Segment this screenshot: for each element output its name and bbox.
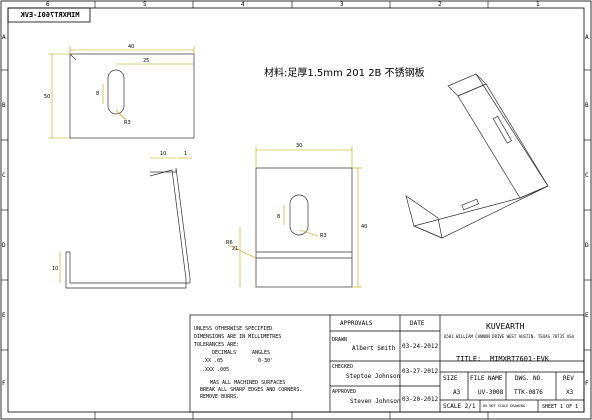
zone-right-c: C	[585, 172, 589, 179]
dim-v1-slot-offset: 25	[143, 58, 149, 64]
corner-code: MIMXRT7601-EVK	[20, 11, 80, 19]
corner-code-box	[7, 7, 91, 23]
dim-v3-slot: 8	[277, 214, 280, 220]
title-value: MIMXRT7601-EVK	[490, 355, 550, 363]
file-name-value: UV-3008	[478, 389, 504, 396]
rev-label: REV	[563, 375, 574, 382]
zone-right-e: E	[585, 312, 589, 319]
dim-v3-height: 40	[361, 224, 367, 230]
note-line-1: UNLESS OTHERWISE SPECIFIED	[194, 326, 273, 332]
material-note: 材料:足厚1.5mm 201 2B 不锈钢板	[264, 68, 425, 79]
note-line-10: BREAK ALL SHARP EDGES AND CORNERS.	[200, 387, 303, 393]
view-side-profile	[59, 157, 192, 289]
zone-left-c: C	[2, 172, 6, 179]
approved-label: APPROVED	[332, 389, 357, 395]
view-isometric	[405, 73, 549, 239]
note-angles: ANGLES	[252, 350, 271, 356]
dim-v3-width: 30	[296, 143, 302, 149]
zone-right-b: B	[585, 102, 589, 109]
zone-left-a: A	[2, 34, 6, 41]
dwg-no-label: DWG. NO.	[515, 375, 544, 382]
dim-v3-angle: R6	[226, 240, 233, 246]
dim-v1-slot: 8	[96, 91, 99, 97]
dim-v2-flange: 1	[184, 151, 187, 157]
note-line-2: DIMENSIONS ARE IN MILLIMETRES	[194, 334, 282, 340]
note-line-9: MAS ALL MACHINED SURFACES	[210, 380, 286, 386]
zone-top-4: 4	[241, 1, 245, 8]
dim-v2-bottom: 10	[52, 266, 58, 272]
checked-date: 03-27-2012	[402, 368, 439, 375]
zone-top-5: 5	[143, 1, 147, 8]
note-angle-tol: 0-30'	[258, 358, 274, 364]
zone-left-b: B	[2, 102, 6, 109]
file-name-label: FILE NAME	[470, 375, 503, 382]
zone-right-f: F	[585, 380, 589, 387]
no-scale-text: DO NOT SCALE DRAWING	[483, 404, 526, 408]
dim-v3-radius: R3	[320, 233, 327, 239]
zone-top-6: 6	[46, 1, 50, 8]
checked-name: Steptoe Johnson	[346, 373, 401, 380]
note-decimals: DECIMALS	[212, 350, 237, 356]
drawn-label: DRAWN	[332, 337, 348, 343]
dim-v3-lower: 21	[232, 246, 238, 252]
date-header: DATE	[410, 320, 425, 327]
view-flat-blank	[48, 46, 195, 139]
zone-top-3: 3	[340, 1, 344, 8]
approved-name: Steven Johnson	[350, 398, 401, 405]
approved-date: 03-20-2012	[402, 396, 439, 403]
view-front	[227, 146, 362, 288]
company-name: KUVEARTH	[486, 322, 525, 331]
zone-left-d: D	[2, 242, 6, 249]
zone-top-2: 2	[438, 1, 442, 8]
title-label: TITLE:	[456, 355, 482, 363]
company-address: 6501 WILLIAM CANNON DRIVE WEST AUSTIN, T…	[444, 334, 575, 339]
zone-right-d: D	[585, 242, 589, 249]
dwg-no-value: TTK-0876	[514, 389, 543, 396]
dim-v1-width: 40	[128, 44, 134, 50]
dim-v2-top: 10	[160, 151, 166, 157]
drawn-name: Albert Smith	[352, 345, 396, 352]
zone-left-e: E	[2, 312, 6, 319]
approvals-header: APPROVALS	[340, 320, 373, 327]
dim-v1-radius: R3	[124, 120, 131, 126]
note-xxx: .XXX .005	[202, 367, 230, 373]
note-line-11: REMOVE BURRS.	[200, 394, 240, 400]
dim-v1-height: 50	[44, 94, 50, 100]
drawn-date: 03-24-2012	[402, 343, 439, 350]
note-line-3: TOLERANCES ARE:	[194, 342, 240, 348]
zone-top-1: 1	[536, 1, 540, 8]
note-xx: .XX .05	[202, 358, 224, 364]
checked-label: CHECKED	[332, 364, 354, 370]
rev-value: X3	[566, 389, 574, 396]
zone-left-f: F	[2, 380, 6, 387]
size-label: SIZE	[443, 375, 458, 382]
size-value: A3	[453, 389, 461, 396]
zone-right-a: A	[585, 34, 589, 41]
title-block-grid	[189, 314, 585, 413]
scale-text: SCALE 2/1	[443, 403, 476, 410]
sheet-text: SHEET 1 OF 1	[542, 404, 579, 410]
